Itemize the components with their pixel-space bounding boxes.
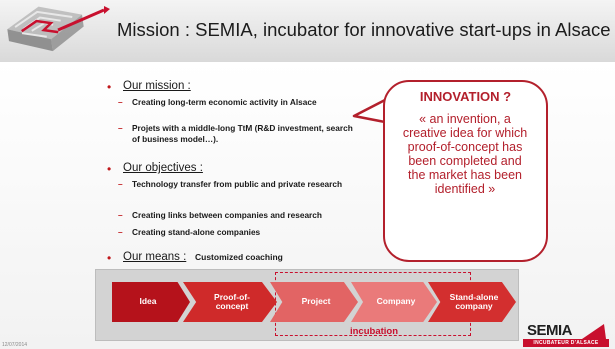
- callout-body: « an invention, a creative idea for whic…: [402, 112, 528, 196]
- means-heading-text: Our means :: [123, 251, 187, 263]
- dash-icon: –: [118, 227, 123, 237]
- bullet-icon: •: [107, 251, 112, 265]
- dash-icon: –: [118, 179, 123, 189]
- maze-arrow-icon: [7, 6, 110, 52]
- step-stand-alone-company: Stand-alone company: [428, 282, 516, 322]
- callout-title: INNOVATION ?: [419, 89, 512, 104]
- dash-icon: –: [118, 210, 123, 220]
- slide-title: Mission : SEMIA, incubator for innovativ…: [117, 19, 611, 40]
- innovation-callout: INNOVATION ? « an invention, a creative …: [383, 80, 548, 262]
- incubation-label: incubation: [349, 326, 399, 337]
- means-detail: Customized coaching: [195, 252, 283, 262]
- slide-header: Mission : SEMIA, incubator for innovativ…: [0, 0, 615, 63]
- dash-icon: –: [118, 97, 123, 107]
- step-company: Company: [351, 282, 437, 322]
- footer-date: 12/07/2014: [2, 342, 28, 348]
- dash-icon: –: [118, 123, 123, 133]
- objectives-heading-text: Our objectives :: [123, 162, 203, 174]
- semia-logo-subtitle: INCUBATEUR D'ALSACE: [523, 339, 609, 347]
- semia-logo: SEMIA: [527, 322, 573, 339]
- bullet-icon: •: [107, 162, 112, 176]
- flag-icon: [582, 324, 606, 339]
- callout-tail-cover: [539, 90, 551, 110]
- step-project: Project: [270, 282, 358, 322]
- step-proof-of-concept: Proof-of-concept: [183, 282, 277, 322]
- mission-heading-text: Our mission :: [123, 80, 191, 92]
- bullet-icon: •: [107, 80, 112, 94]
- step-idea: Idea: [112, 282, 190, 322]
